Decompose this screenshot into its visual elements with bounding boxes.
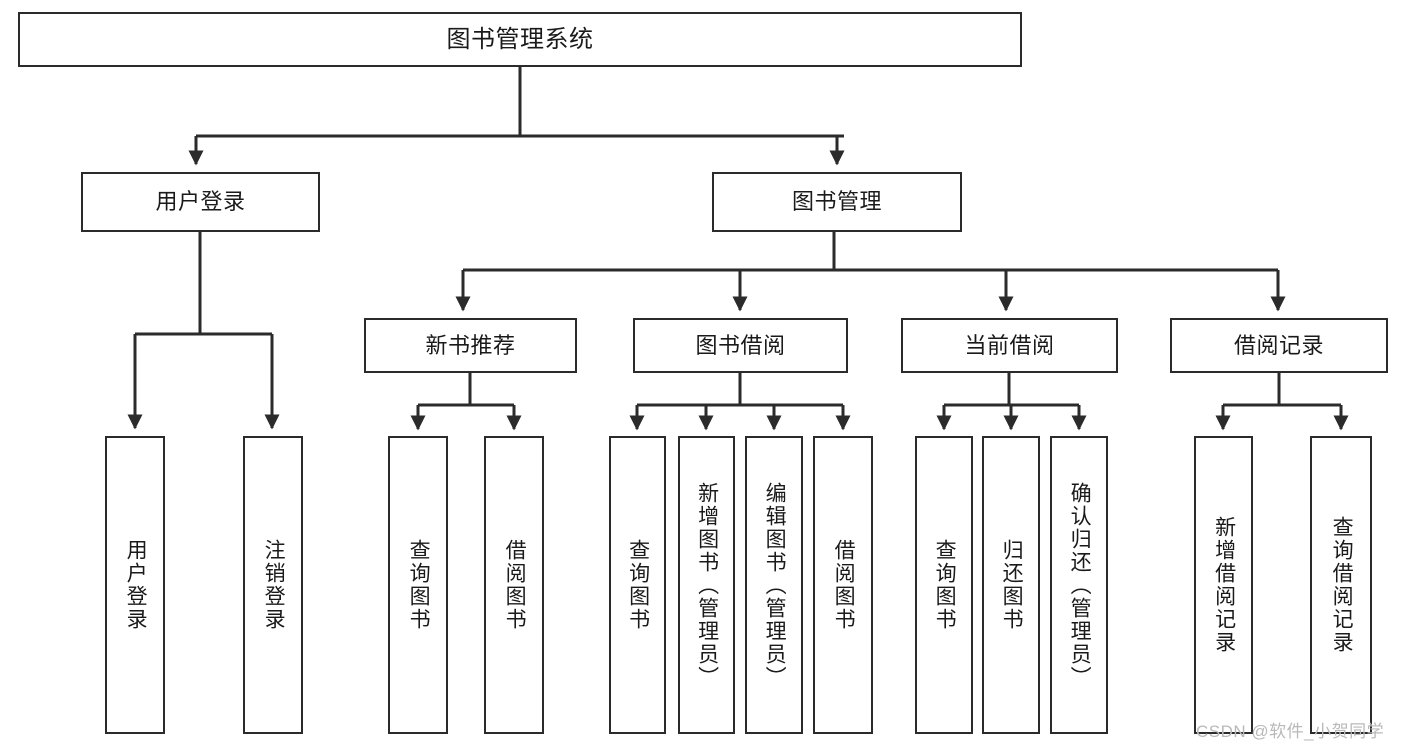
- leaf-query-record[interactable]: 查询借阅记录: [1310, 436, 1372, 734]
- node-new-book-recommend[interactable]: 新书推荐: [364, 318, 577, 373]
- leaf-add-book-label: 新增图书（管理员）: [695, 481, 719, 689]
- node-user-login-label: 用户登录: [155, 189, 246, 215]
- node-book-borrow-label: 图书借阅: [695, 332, 786, 358]
- leaf-edit-book-label: 编辑图书（管理员）: [763, 481, 787, 689]
- node-borrow-record[interactable]: 借阅记录: [1170, 318, 1388, 373]
- leaf-logout[interactable]: 注销登录: [243, 436, 303, 734]
- leaf-logout-label: 注销登录: [262, 539, 286, 631]
- leaf-borrow-book-1[interactable]: 借阅图书: [484, 436, 544, 734]
- leaf-add-book[interactable]: 新增图书（管理员）: [678, 436, 735, 734]
- leaf-borrow-book-1-label: 借阅图书: [503, 539, 527, 631]
- node-root[interactable]: 图书管理系统: [18, 12, 1022, 67]
- leaf-confirm-return-label: 确认归还（管理员）: [1068, 481, 1092, 689]
- node-current-borrow[interactable]: 当前借阅: [901, 318, 1118, 373]
- leaf-add-record-label: 新增借阅记录: [1212, 516, 1236, 654]
- leaf-user-login[interactable]: 用户登录: [105, 436, 165, 734]
- leaf-query-book-2[interactable]: 查询图书: [609, 436, 666, 734]
- node-user-login[interactable]: 用户登录: [81, 172, 320, 232]
- leaf-query-book-1[interactable]: 查询图书: [388, 436, 448, 734]
- leaf-borrow-book-2-label: 借阅图书: [832, 539, 856, 631]
- node-book-manage-label: 图书管理: [791, 189, 882, 215]
- leaf-add-record[interactable]: 新增借阅记录: [1194, 436, 1253, 734]
- leaf-return-book-label: 归还图书: [1000, 539, 1024, 631]
- node-book-manage[interactable]: 图书管理: [712, 172, 962, 232]
- node-root-label: 图书管理系统: [446, 25, 594, 53]
- leaf-return-book[interactable]: 归还图书: [982, 436, 1040, 734]
- node-borrow-record-label: 借阅记录: [1233, 332, 1324, 358]
- leaf-edit-book[interactable]: 编辑图书（管理员）: [745, 436, 803, 734]
- leaf-query-book-3-label: 查询图书: [933, 539, 957, 631]
- node-book-borrow[interactable]: 图书借阅: [633, 318, 848, 373]
- leaf-confirm-return[interactable]: 确认归还（管理员）: [1050, 436, 1108, 734]
- leaf-query-book-3[interactable]: 查询图书: [915, 436, 973, 734]
- node-new-book-recommend-label: 新书推荐: [425, 332, 516, 358]
- leaf-user-login-label: 用户登录: [124, 539, 148, 631]
- csdn-watermark: CSDN @软件_小贺同学: [1196, 722, 1385, 741]
- leaf-query-book-1-label: 查询图书: [407, 539, 431, 631]
- leaf-query-record-label: 查询借阅记录: [1330, 516, 1354, 654]
- leaf-query-book-2-label: 查询图书: [626, 539, 650, 631]
- leaf-borrow-book-2[interactable]: 借阅图书: [813, 436, 873, 734]
- node-current-borrow-label: 当前借阅: [964, 332, 1055, 358]
